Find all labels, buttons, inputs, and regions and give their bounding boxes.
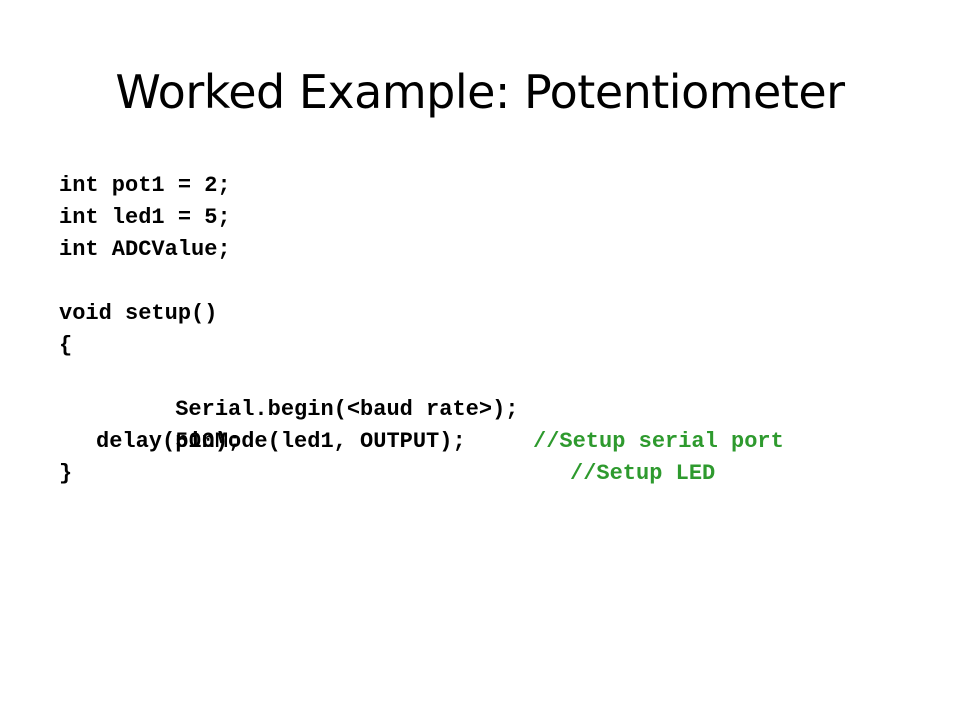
code-line-7: Serial.begin(<baud rate>); //Setup seria… <box>59 362 919 454</box>
code-line-10: } <box>59 461 73 486</box>
slide-title: Worked Example: Potentiometer <box>115 65 845 119</box>
code-line-6: { <box>59 333 73 358</box>
code-statement: Serial.begin(<baud rate>); <box>175 397 519 422</box>
code-comment: //Setup serial port <box>533 429 784 454</box>
code-line-9: delay(500); <box>96 429 242 454</box>
code-line-1: int pot1 = 2; <box>59 173 231 198</box>
code-block: int pot1 = 2; int led1 = 5; int ADCValue… <box>59 170 919 490</box>
code-line-blank <box>59 266 919 298</box>
code-line-5: void setup() <box>59 301 218 326</box>
code-line-8: pinMode(led1, OUTPUT); //Setup LED <box>59 394 919 486</box>
code-comment: //Setup LED <box>570 461 716 486</box>
code-line-3: int ADCValue; <box>59 237 231 262</box>
code-statement: pinMode(led1, OUTPUT); <box>175 429 466 454</box>
code-line-2: int led1 = 5; <box>59 205 231 230</box>
